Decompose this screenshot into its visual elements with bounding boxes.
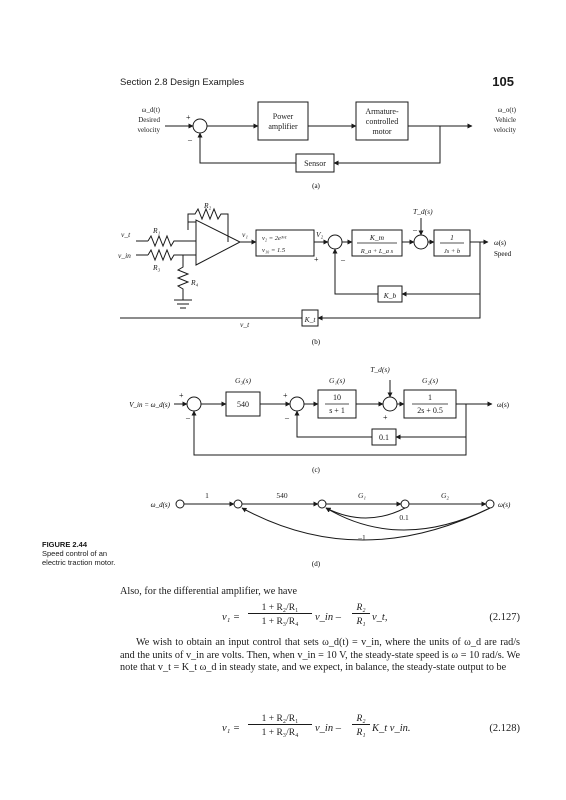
eq2-lhs: v₁ = bbox=[222, 723, 241, 734]
fig-a-output-symbol: ω_o(t) bbox=[498, 106, 517, 114]
r1-label: R₁ bbox=[152, 226, 161, 235]
eq2-end: K_t v_in. bbox=[372, 723, 411, 734]
branch-feedback-minus-1: –1 bbox=[357, 533, 366, 542]
kb-label: K_b bbox=[383, 291, 397, 300]
gain-540: 540 bbox=[237, 400, 249, 409]
nonlinear-eq-1: v₂ = 2e³ᵛ¹ bbox=[262, 235, 287, 242]
feedback-0-1-label: 0.1 bbox=[379, 433, 389, 442]
fig-b-plus: + bbox=[314, 255, 319, 264]
fig-c-minus-1: – bbox=[185, 413, 191, 422]
eq2-denominator: 1 + R₃/R₄ bbox=[261, 728, 299, 738]
power-amplifier-block bbox=[257, 101, 309, 141]
motor-block bbox=[355, 101, 409, 141]
fig-b-output-word: Speed bbox=[494, 250, 512, 258]
armature-numerator: K_m bbox=[369, 233, 385, 242]
eq2-numerator: 1 + R₂/R₁ bbox=[248, 714, 312, 725]
g2-denominator: 2s + 0.5 bbox=[417, 406, 443, 415]
op-amp bbox=[195, 219, 242, 266]
power-amplifier-label-1: Power bbox=[273, 112, 294, 121]
load-numerator: 1 bbox=[450, 233, 454, 242]
v2-label: V₂ bbox=[316, 230, 324, 239]
eq1-middle: v_in – bbox=[315, 612, 341, 623]
disturbance-label-c: T_d(s) bbox=[370, 365, 390, 374]
vin-input-label: v_in bbox=[118, 251, 131, 260]
eq2-fraction-den: R₁ bbox=[356, 728, 366, 738]
fig-d-label: (d) bbox=[312, 560, 321, 568]
eq1-numerator: 1 + R₂/R₁ bbox=[248, 603, 312, 614]
eq2-fraction-num: R₂ bbox=[352, 714, 370, 725]
armature-block bbox=[351, 229, 403, 257]
fig-b-label: (b) bbox=[312, 338, 321, 346]
g1-numerator: 10 bbox=[333, 393, 341, 402]
motor-label-2: controlled bbox=[366, 117, 398, 126]
motor-label-3: motor bbox=[372, 127, 391, 136]
fig-a-input-label-2: velocity bbox=[137, 126, 160, 134]
sensor-label: Sensor bbox=[304, 159, 326, 168]
fig-c-plus-1: + bbox=[179, 391, 184, 400]
power-amplifier-label-2: amplifier bbox=[268, 122, 298, 131]
g2-numerator: 1 bbox=[428, 393, 432, 402]
eq1-number: (2.127) bbox=[489, 612, 520, 623]
eq1-fraction-num: R₂ bbox=[352, 603, 370, 614]
g1-denominator: s + 1 bbox=[329, 406, 345, 415]
branch-gain-g1: G₁ bbox=[358, 491, 366, 500]
motor-label-1: Armature- bbox=[365, 107, 399, 116]
fig-a-input-label-1: Desired bbox=[138, 116, 160, 124]
fig-c-plus-2: + bbox=[283, 391, 288, 400]
fig-a-label: (a) bbox=[312, 182, 320, 190]
eq2-middle: v_in – bbox=[315, 723, 341, 734]
eq1-denominator: 1 + R₃/R₄ bbox=[261, 617, 299, 627]
kt-label: K_t bbox=[304, 315, 317, 324]
fig-b-minus: – bbox=[340, 255, 346, 264]
g3-label: G₃(s) bbox=[235, 376, 251, 385]
fig-c-label: (c) bbox=[312, 466, 320, 474]
fig-c-minus-2: – bbox=[284, 413, 290, 422]
r3-label: R₃ bbox=[152, 263, 161, 272]
fig-a-minus: – bbox=[187, 135, 193, 144]
fig-a-output-label-1: Vehicle bbox=[495, 116, 516, 124]
caption-text: Speed control of an electric traction mo… bbox=[42, 549, 116, 567]
section-header: Section 2.8 Design Examples bbox=[120, 77, 245, 88]
eq1-fraction-den: R₁ bbox=[356, 617, 366, 627]
g1-label: G₁(s) bbox=[329, 376, 345, 385]
disturbance-label-b: T_d(s) bbox=[413, 207, 433, 216]
r4-label: R₄ bbox=[190, 278, 199, 287]
fig-b-minus-td: – bbox=[412, 225, 418, 234]
load-block bbox=[433, 229, 471, 257]
r2-label: R₂ bbox=[203, 201, 212, 210]
armature-denominator: R_a + L_a s bbox=[360, 248, 394, 255]
equation-2-127: v₁ = 1 + R₂/R₁ 1 + R₃/R₄ v_in – R₂ R₁ v_… bbox=[120, 603, 520, 633]
eq2-number: (2.128) bbox=[489, 723, 520, 734]
paragraph-2: We wish to obtain an input control that … bbox=[120, 637, 520, 673]
v1-label: v₁ bbox=[242, 230, 248, 239]
branch-gain-540: 540 bbox=[276, 491, 288, 500]
fig-b-output-symbol: ω(s) bbox=[494, 239, 507, 247]
branch-gain-1: 1 bbox=[205, 491, 209, 500]
summing-junction-a bbox=[192, 118, 208, 134]
g2-label: G₂(s) bbox=[422, 376, 438, 385]
branch-gain-g2: G₂ bbox=[441, 491, 449, 500]
eq1-end: v_t, bbox=[372, 612, 388, 623]
branch-feedback-0-1: 0.1 bbox=[399, 513, 409, 522]
vt-input-label: v_t bbox=[121, 230, 131, 239]
eq1-lhs: v₁ = bbox=[222, 612, 241, 623]
vt-feedback-label: v_t bbox=[240, 320, 250, 329]
load-denominator: Js + b bbox=[444, 248, 461, 255]
caption-title: FIGURE 2.44 bbox=[42, 540, 88, 549]
fig-a-input-symbol: ω_d(t) bbox=[142, 106, 161, 114]
paragraph-1: Also, for the differential amplifier, we… bbox=[120, 586, 298, 597]
fig-c-output-label: ω(s) bbox=[497, 401, 510, 409]
fig-a-plus: + bbox=[186, 113, 191, 122]
nonlinear-block bbox=[255, 229, 315, 257]
fig-c-plus-3: + bbox=[383, 413, 388, 422]
fig-d-input-label: ω_d(s) bbox=[151, 501, 171, 509]
fig-d-output-label: ω(s) bbox=[498, 501, 511, 509]
fig-a-output-label-2: velocity bbox=[493, 126, 516, 134]
page-number: 105 bbox=[492, 74, 514, 89]
fig-c-input-label: V_in = ω_d(s) bbox=[129, 401, 170, 409]
figure-caption: FIGURE 2.44 Speed control of an electric… bbox=[42, 540, 122, 567]
equation-2-128: v₁ = 1 + R₂/R₁ 1 + R₃/R₄ v_in – R₂ R₁ K_… bbox=[120, 714, 520, 744]
nonlinear-eq-2: v₁₀ = 1.5 bbox=[262, 247, 286, 254]
